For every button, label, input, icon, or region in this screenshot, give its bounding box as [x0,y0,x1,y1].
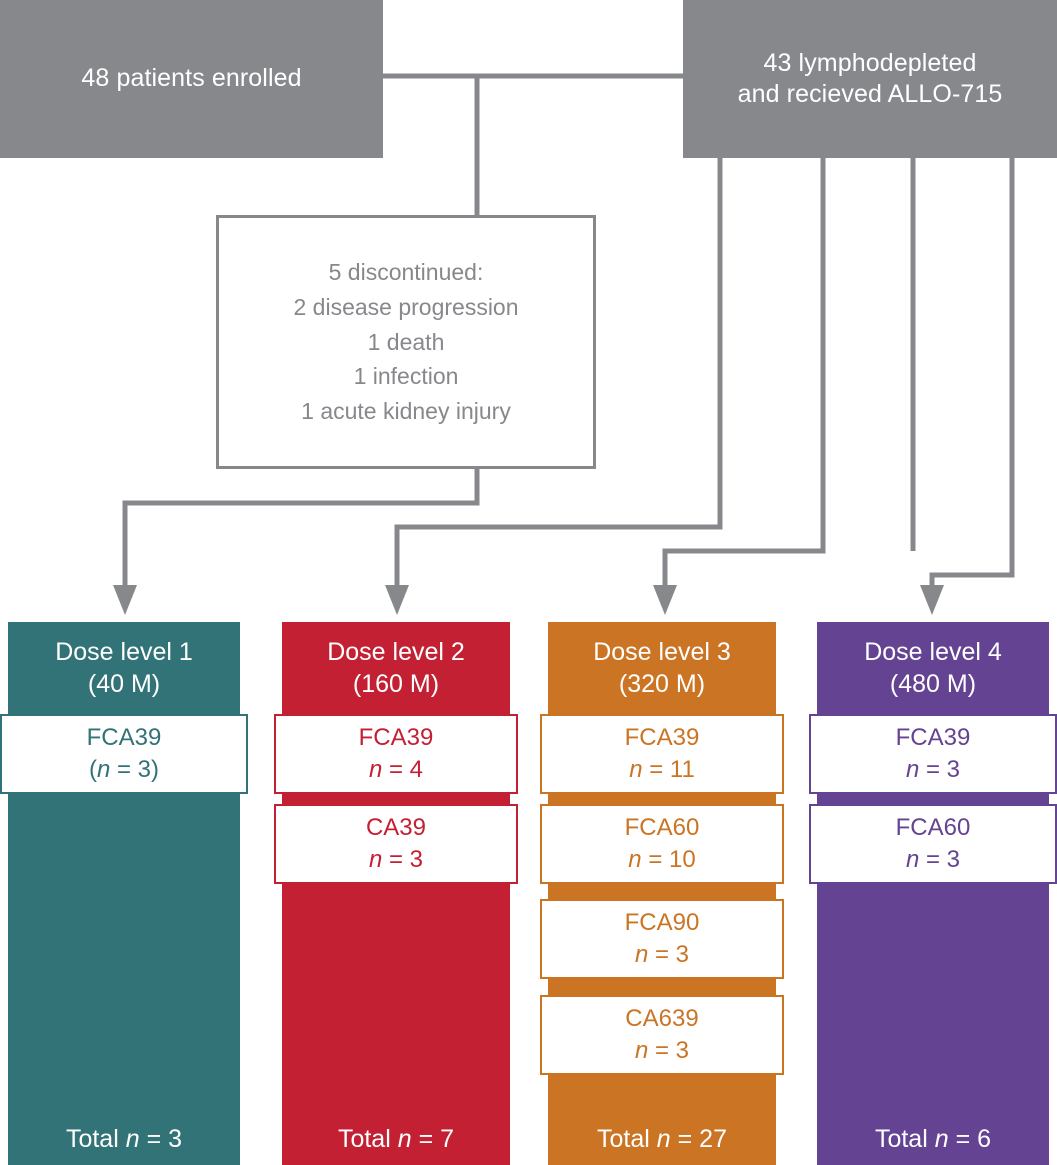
connector-lympho-to-dose4 [929,158,1015,592]
discontinued-reason-4: 1 acute kidney injury [301,398,511,425]
regimen-box-1-1: FCA39 (n = 3) [0,714,248,794]
regimen-box-3-4: CA639 n = 3 [540,995,784,1075]
column-title-1-line1: Dose level 1 [55,638,193,666]
regimen-box-3-3: FCA90 n = 3 [540,899,784,979]
discontinued-reason-2: 1 death [367,328,445,355]
regimen-box-4-1: FCA39 n = 3 [809,714,1057,794]
regimen-count-4-1: n = 3 [905,756,961,783]
regimen-count-3-3: n = 3 [634,941,690,968]
column-title-1-line2: (40 M) [87,670,161,698]
arrowhead-dose1 [113,585,137,615]
column-total-1: Total n = 3 [8,1113,240,1165]
box-lymphodepleted: 43 lymphodepleted and recieved ALLO-715 [683,0,1057,158]
column-dose-level-4: Dose level 4 (480 M) FCA39 n = 3 FCA60 n… [809,622,1057,1165]
regimen-count-4-2: n = 3 [905,846,961,873]
lymphodepleted-line-2: and recieved ALLO-715 [737,80,1003,108]
regimen-name-2-1: FCA39 [358,724,434,752]
discontinued-heading: 5 discontinued: [328,258,484,285]
regimen-count-2-1: n = 4 [368,756,424,783]
column-title-3-line1: Dose level 3 [593,638,731,666]
column-title-3-line2: (320 M) [618,670,706,698]
column-title-4-line1: Dose level 4 [864,638,1002,666]
column-body-2: Dose level 2 (160 M) FCA39 n = 4 CA39 n … [274,622,518,1165]
column-total-3: Total n = 27 [548,1113,776,1165]
regimen-name-3-1: FCA39 [624,724,700,752]
regimen-count-3-2: n = 10 [628,846,696,873]
column-total-2: Total n = 7 [282,1113,510,1165]
regimen-count-3-4: n = 3 [634,1037,690,1064]
column-total-4-text: Total n = 6 [874,1124,992,1153]
column-header-1: Dose level 1 (40 M) [8,622,240,714]
regimen-name-3-3: FCA90 [624,909,700,937]
lymphodepleted-label: 43 lymphodepleted and recieved ALLO-715 [738,48,1003,111]
column-header-4: Dose level 4 (480 M) [817,622,1049,714]
regimen-count-3-1: n = 11 [629,756,695,783]
regimen-box-2-1: FCA39 n = 4 [274,714,518,794]
regimen-box-4-2: FCA60 n = 3 [809,804,1057,884]
regimen-name-2-2: CA39 [365,814,427,842]
regimen-name-4-2: FCA60 [895,814,971,842]
lymphodepleted-line-1: 43 lymphodepleted [763,48,977,77]
box-discontinued: 5 discontinued: 2 disease progression 1 … [216,215,596,469]
regimen-box-2-2: CA39 n = 3 [274,804,518,884]
column-total-3-text: Total n = 27 [597,1124,727,1153]
regimen-count-2-2: n = 3 [368,846,424,873]
regimen-count-1-1: (n = 3) [88,756,160,783]
regimen-name-4-1: FCA39 [895,724,971,752]
regimen-name-3-2: FCA60 [624,814,700,842]
regimen-box-3-1: FCA39 n = 11 [540,714,784,794]
regimen-box-3-2: FCA60 n = 10 [540,804,784,884]
column-header-3: Dose level 3 (320 M) [548,622,776,714]
column-dose-level-2: Dose level 2 (160 M) FCA39 n = 4 CA39 n … [274,622,518,1165]
arrowhead-dose3 [653,585,677,615]
column-total-4: Total n = 6 [817,1113,1049,1165]
column-title-2-line1: Dose level 2 [327,638,465,666]
regimen-name-1-1: FCA39 [86,724,162,752]
discontinued-reason-3: 1 infection [353,363,459,390]
column-body-1: Dose level 1 (40 M) FCA39 (n = 3) Total … [0,622,248,1165]
arrowhead-dose4 [920,585,944,615]
column-header-2: Dose level 2 (160 M) [282,622,510,714]
column-total-2-text: Total n = 7 [337,1124,455,1153]
connector-discontinued-to-dose1 [122,469,480,592]
column-dose-level-1: Dose level 1 (40 M) FCA39 (n = 3) Total … [0,622,248,1165]
column-body-3: Dose level 3 (320 M) FCA39 n = 11 FCA60 … [540,622,784,1165]
column-dose-level-3: Dose level 3 (320 M) FCA39 n = 11 FCA60 … [540,622,784,1165]
column-body-4: Dose level 4 (480 M) FCA39 n = 3 FCA60 n… [809,622,1057,1165]
regimen-name-3-4: CA639 [625,1005,699,1033]
column-title-4-line2: (480 M) [889,670,977,698]
discontinued-reason-1: 2 disease progression [293,293,519,320]
box-patients-enrolled: 48 patients enrolled [0,0,383,158]
column-total-1-text: Total n = 3 [65,1124,183,1153]
arrowhead-dose2 [385,585,409,615]
column-title-2-line2: (160 M) [352,670,440,698]
connector-lympho-to-dose3 [662,158,826,592]
patients-enrolled-label: 48 patients enrolled [81,64,302,93]
